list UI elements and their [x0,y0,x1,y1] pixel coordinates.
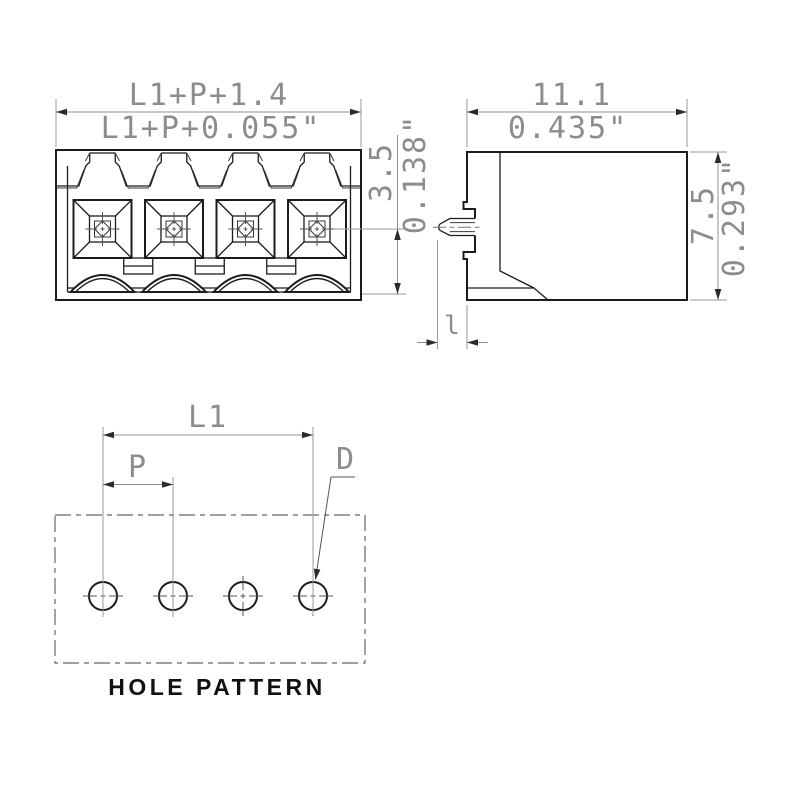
hole-pattern-part [54,514,366,664]
dimension-arrowhead [103,481,114,488]
terminal-corner-line [216,241,233,259]
side-view: 11.1 0.435" 7.5 0.293" l [417,78,752,349]
front-view-part [55,149,362,301]
front-width-dim-mm: L1+P+1.4 [129,78,290,113]
dimension-arrowhead [714,152,722,163]
side-height-dim-inch: 0.293" [717,157,752,277]
dimension-arrowhead [394,283,401,294]
scallop-tab-slant [85,152,91,162]
terminal-opening [144,199,204,259]
bottom-arc [68,274,137,293]
front-view: L1+P+1.4 L1+P+0.055" 3.5 0.138" [55,78,433,301]
hole-diameter-dim-label: D [336,442,356,477]
terminal-outer-square [72,199,133,259]
terminal-corner-line [73,241,90,259]
front-view-dimensions [55,99,406,295]
scallop-cup [114,153,162,187]
scallop-cup [257,153,305,187]
bottom-arc [282,274,352,293]
scallop-tab-slant [329,152,335,162]
bottom-arc [139,274,209,293]
terminal-corner-line [186,241,204,259]
dimension-arrowhead [676,108,687,116]
leader-line [315,476,332,580]
bottom-arc-inner [146,278,202,293]
side-height-dim-mm: 7.5 [686,185,721,245]
dimension-arrowhead [56,108,67,116]
bottom-arc-inner [218,278,273,293]
terminal-corner-line [216,199,233,217]
scallop-tab-slant [228,152,234,162]
dimension-arrowhead [313,568,321,580]
terminal-corner-line [329,199,347,217]
side-view-dimensions [417,99,727,349]
hole-pattern-dimensions [102,427,355,617]
side-width-dim-inch: 0.435" [508,111,628,146]
bottom-arc [211,274,280,293]
front-height-dim-mm: 3.5 [364,142,399,202]
terminal-outer-square [144,199,204,259]
dimension-arrowhead [426,339,438,346]
scallop-cup [186,153,234,187]
dimension-arrowhead [103,431,114,439]
bottom-arc-inner [289,278,345,293]
dimension-arrowhead [467,108,478,116]
hole-pattern-view: L1 P D HOLE PATTERN [54,400,366,700]
side-body-outline [462,151,688,301]
terminal-corner-line [258,241,275,259]
front-height-dim-inch: 0.138" [398,114,433,234]
terminal-corner-line [287,199,305,217]
pcb-outline-phantom [54,514,366,664]
terminal-opening [215,199,276,259]
side-width-dim-mm: 11.1 [532,78,612,113]
terminal-opening [72,199,133,259]
dimension-arrowhead [302,431,313,439]
front-width-dim-inch: L1+P+0.055" [101,111,322,146]
bottom-arc-inner [75,278,130,293]
scallop-cup-double-line [192,169,228,189]
scallop-tab-slant [186,152,192,162]
side-inner-wall [499,152,535,289]
scallop-tab-slant [299,152,305,162]
dimension-arrowhead [162,481,173,488]
connector-body-outline [55,149,362,301]
terminal-corner-line [115,199,132,217]
hole-pattern-caption: HOLE PATTERN [108,674,325,700]
side-foot-line [467,287,549,301]
terminal-outer-square [215,199,276,259]
dimension-arrowhead [714,289,722,300]
scallop-cup-double-line [335,169,360,189]
scallop-cup [329,153,360,187]
scallop-cup-double-line [57,169,85,189]
dimension-arrowhead [467,339,478,346]
terminal-corner-line [144,241,162,259]
side-view-part [433,151,688,301]
scallop-tab-slant [257,152,263,162]
terminal-corner-line [186,199,204,217]
scallop-cup-double-line [120,169,156,189]
scallop-cup [57,153,91,187]
scallop-tab-slant [156,152,162,162]
scallop-tab-slant [114,152,120,162]
terminal-corner-line [258,199,275,217]
terminal-corner-line [144,199,162,217]
terminal-corner-line [329,241,347,259]
dimension-arrowhead [350,108,361,116]
terminal-corner-line [115,241,132,259]
terminal-corner-line [73,199,90,217]
dimension-arrowhead [394,229,401,240]
terminal-corner-line [287,241,305,259]
pin-length-dim-label: l [444,311,460,341]
hole-pitch-dim-label: P [128,450,148,485]
hole-span-dim-label: L1 [188,400,228,435]
scallop-cup-double-line [263,169,299,189]
top-scallop-band [57,152,360,189]
